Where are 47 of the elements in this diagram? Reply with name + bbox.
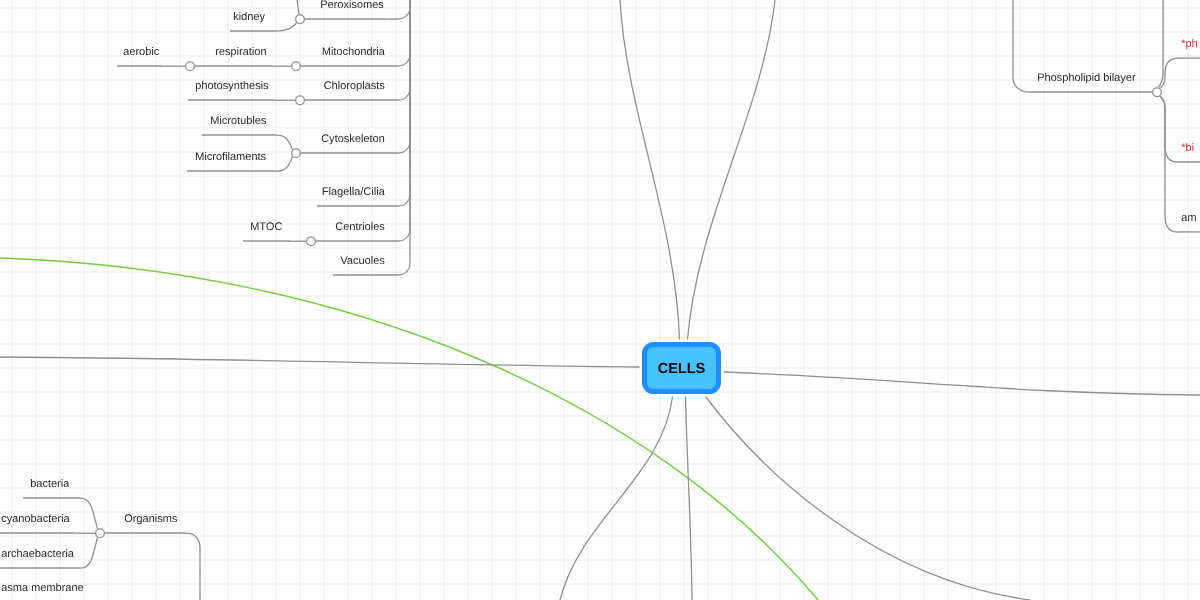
branch-line — [1159, 57, 1179, 89]
branch-line — [161, 65, 186, 67]
topic-label: Centrioles — [315, 222, 398, 242]
topic-label: archaebacteria — [0, 549, 81, 569]
branch-line — [722, 371, 1200, 396]
topic-label: bacteria — [22, 479, 81, 499]
branch-line — [686, 0, 776, 341]
branch-line — [79, 536, 99, 569]
topic-label: MTOC — [242, 222, 291, 242]
topic-label: Flagella/Cilia — [316, 187, 398, 207]
topic-label: Organisms — [104, 514, 187, 534]
branch-line — [271, 65, 292, 67]
branch-line — [1012, 0, 1031, 93]
topic-label: Chloroplasts — [304, 81, 398, 101]
branch-line — [185, 532, 201, 600]
topic-label: am — [1177, 215, 1200, 233]
branch-line — [1157, 0, 1164, 89]
branch-line — [289, 240, 307, 242]
topic-label: cyanobacteria — [0, 514, 75, 534]
branch-line — [559, 395, 674, 600]
branch-line — [0, 356, 641, 368]
branch-line — [619, 0, 681, 341]
topic-label: Cytoskeleton — [300, 134, 398, 154]
branch-line — [704, 395, 1031, 600]
branch-line — [684, 395, 693, 600]
branch-line — [73, 532, 96, 534]
branch-line — [296, 0, 300, 15]
topic-label: Microtubles — [201, 116, 277, 136]
topic-label: aerobic — [116, 47, 163, 67]
topic-label: *ph — [1177, 39, 1200, 59]
topic-label: kidney — [229, 12, 277, 32]
branch-line — [79, 497, 99, 530]
topic-label: photosynthesis — [187, 81, 275, 101]
central-topic-box: CELLS — [642, 342, 721, 394]
topic-label: Peroxisomes — [304, 0, 387, 20]
topic-label: *bi — [1177, 143, 1200, 163]
topic-label: Mitochondria — [300, 47, 398, 67]
branch-line — [275, 22, 298, 32]
branch-line — [275, 134, 294, 151]
topic-label: asma membrane — [1, 583, 84, 592]
branch-line — [1159, 95, 1179, 233]
topic-label: Phospholipid bilayer — [1029, 73, 1153, 93]
topic-label: Vacuoles — [332, 256, 398, 276]
branch-line — [273, 99, 296, 101]
branch-line — [275, 156, 294, 172]
topic-label: Microfilaments — [186, 152, 277, 172]
topic-label: respiration — [194, 47, 273, 67]
